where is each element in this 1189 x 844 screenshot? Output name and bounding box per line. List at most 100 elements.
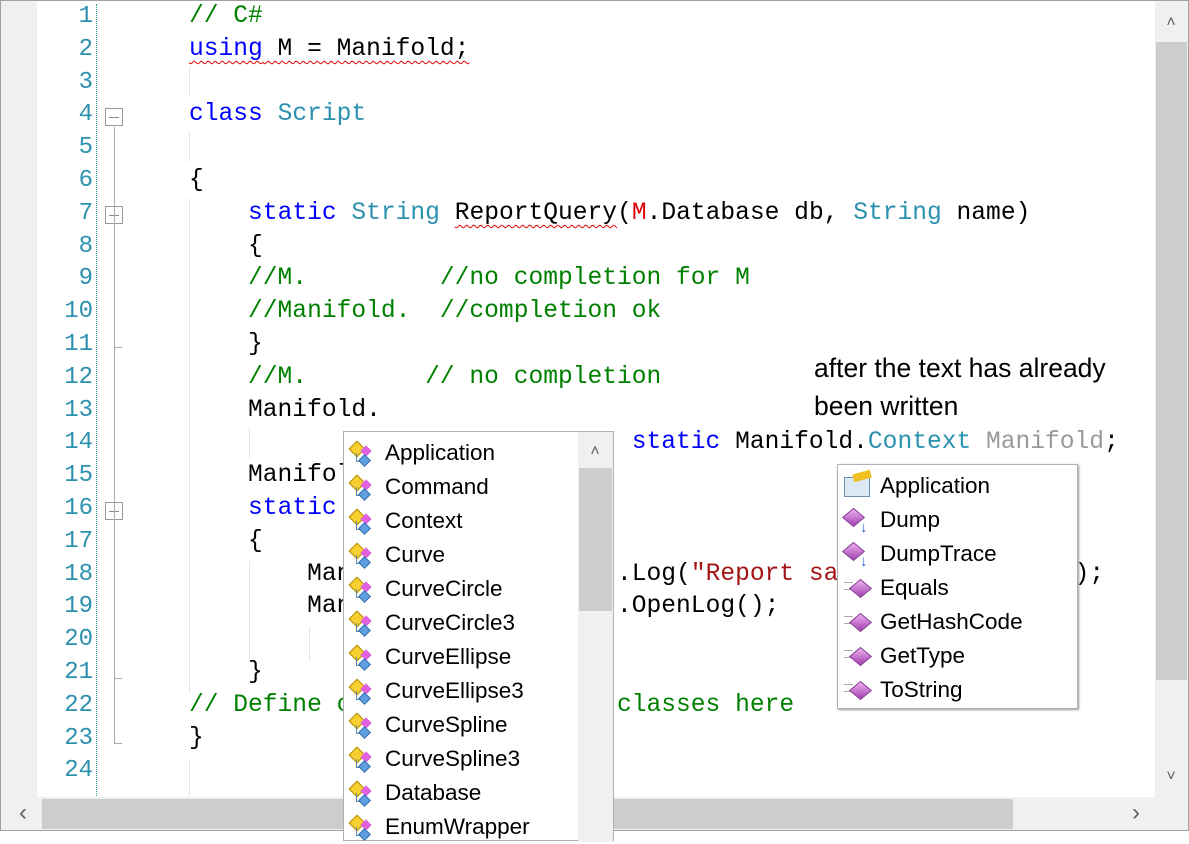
code-line[interactable]: } [189,657,1119,690]
line-number: 23 [64,724,93,752]
scroll-up-icon[interactable]: ˄ [590,443,600,460]
code-line[interactable] [189,67,1119,100]
completion-item[interactable]: Command [347,470,579,504]
completion-item-label: EnumWrapper [385,814,530,839]
code-line[interactable] [189,132,1119,165]
code-line[interactable]: using M = Manifold; [189,34,1119,67]
completion-item[interactable]: CurveCircle [347,572,579,606]
code-token: .Log( [617,560,691,588]
scroll-left-icon[interactable]: ‹ [19,799,27,826]
code-token [189,200,248,227]
class-type-icon [347,644,377,671]
code-line[interactable]: { [189,231,1119,264]
class-type-icon [347,746,377,773]
completion-item[interactable]: ToString [842,673,1074,707]
fold-toggle-class[interactable] [105,108,123,126]
code-token: { [189,527,263,555]
code-token: Manifold [971,429,1105,457]
code-token: } [189,658,263,686]
vertical-scroll-thumb[interactable] [1156,42,1187,680]
scroll-down-icon[interactable]: ˅ [1166,768,1176,785]
code-line[interactable]: class Script [189,99,1119,132]
code-token: ( [617,199,632,227]
line-number: 13 [64,396,93,424]
code-token: ; [1104,429,1119,457]
code-token: { [189,166,204,194]
line-number: 24 [64,757,93,785]
code-token: Manifold. [720,429,868,457]
code-line[interactable]: Manifold. [189,395,1119,428]
method-icon [842,575,873,601]
completion-item[interactable]: GetHashCode [842,605,1074,639]
completion-item[interactable]: ↓Dump [841,503,1074,537]
completion-item[interactable]: CurveSpline [347,708,579,742]
line-number: 2 [78,35,93,63]
code-token: static [631,429,721,457]
completion-item[interactable]: CurveSpline3 [347,742,579,776]
code-line[interactable]: Manifol [189,460,1119,493]
completion-scrollbar[interactable]: ˄ [578,432,613,842]
completion-item[interactable]: Equals [842,571,1074,605]
code-line[interactable]: //Manifold. //completion ok [189,296,1119,329]
code-line[interactable] [189,755,1119,788]
scroll-up-icon[interactable]: ˄ [1166,14,1176,31]
code-token: .OpenLog(); [617,593,780,621]
annotation-text: after the text has already [814,353,1106,383]
completion-item[interactable]: Database [347,776,579,810]
line-number: 19 [64,593,93,621]
code-line[interactable]: } [189,329,1119,362]
completion-item-label: Database [385,780,482,805]
code-token: //M. //no completion for M [189,265,750,293]
completion-item[interactable]: ↓DumpTrace [841,537,1074,571]
annotation-text: been written [814,391,959,421]
code-line[interactable]: static [189,493,1119,526]
code-line[interactable]: //M. //no completion for M [189,263,1119,296]
code-token: //Manifold. //completion ok [189,298,662,326]
code-line[interactable]: { [189,526,1119,559]
completion-item[interactable]: EnumWrapper [347,810,579,844]
class-type-icon [347,712,377,739]
code-line[interactable]: static String ReportQuery(M.Database db,… [189,198,1119,231]
completion-item-label: DumpTrace [880,541,997,566]
completion-item-label: Application [880,473,991,498]
code-line[interactable]: Man .OpenLog(); [189,591,1119,624]
completion-item-label: CurveCircle3 [385,610,516,635]
line-number: 5 [78,134,93,162]
completion-item-label: Application [385,440,496,465]
code-editor[interactable]: // C#using M = Manifold; class Script { … [189,1,1119,788]
completion-item[interactable]: GetType [842,639,1074,673]
code-line[interactable]: //M. // no completion [189,362,1119,395]
method-icon [842,643,873,669]
code-token: { [189,232,263,260]
indent-guide [249,561,250,661]
completion-item-label: Command [385,474,489,499]
method-icon [842,609,873,635]
line-number: 4 [78,101,93,129]
code-line[interactable]: } [189,723,1119,756]
completion-item[interactable]: Application [347,436,579,470]
completion-item[interactable]: Context [347,504,579,538]
code-line[interactable]: static Manifold.Context Manifold; [189,427,1119,460]
completion-item[interactable]: CurveEllipse [347,640,579,674]
code-token: } [189,330,263,358]
completion-scroll-thumb[interactable] [579,468,612,611]
code-token: "Report sav [690,560,854,588]
indent-guide [189,198,190,693]
scroll-right-icon[interactable]: › [1132,799,1140,826]
completion-item[interactable]: Curve [347,538,579,572]
completion-item[interactable]: Application [842,469,1074,503]
class-type-icon [347,610,377,637]
vertical-scrollbar[interactable]: ˄ ˅ [1155,1,1188,797]
code-line[interactable]: { [189,165,1119,198]
class-type-icon [347,508,377,535]
completion-item[interactable]: CurveCircle3 [347,606,579,640]
code-token: // C# [189,3,263,30]
code-line[interactable]: // C# [189,1,1119,34]
code-line[interactable]: // Define c classes here [189,690,1119,723]
completion-item[interactable]: CurveEllipse3 [347,674,579,708]
code-token: .Database db, [646,199,854,227]
code-token: ); [1074,560,1105,588]
line-number: 22 [64,691,93,719]
